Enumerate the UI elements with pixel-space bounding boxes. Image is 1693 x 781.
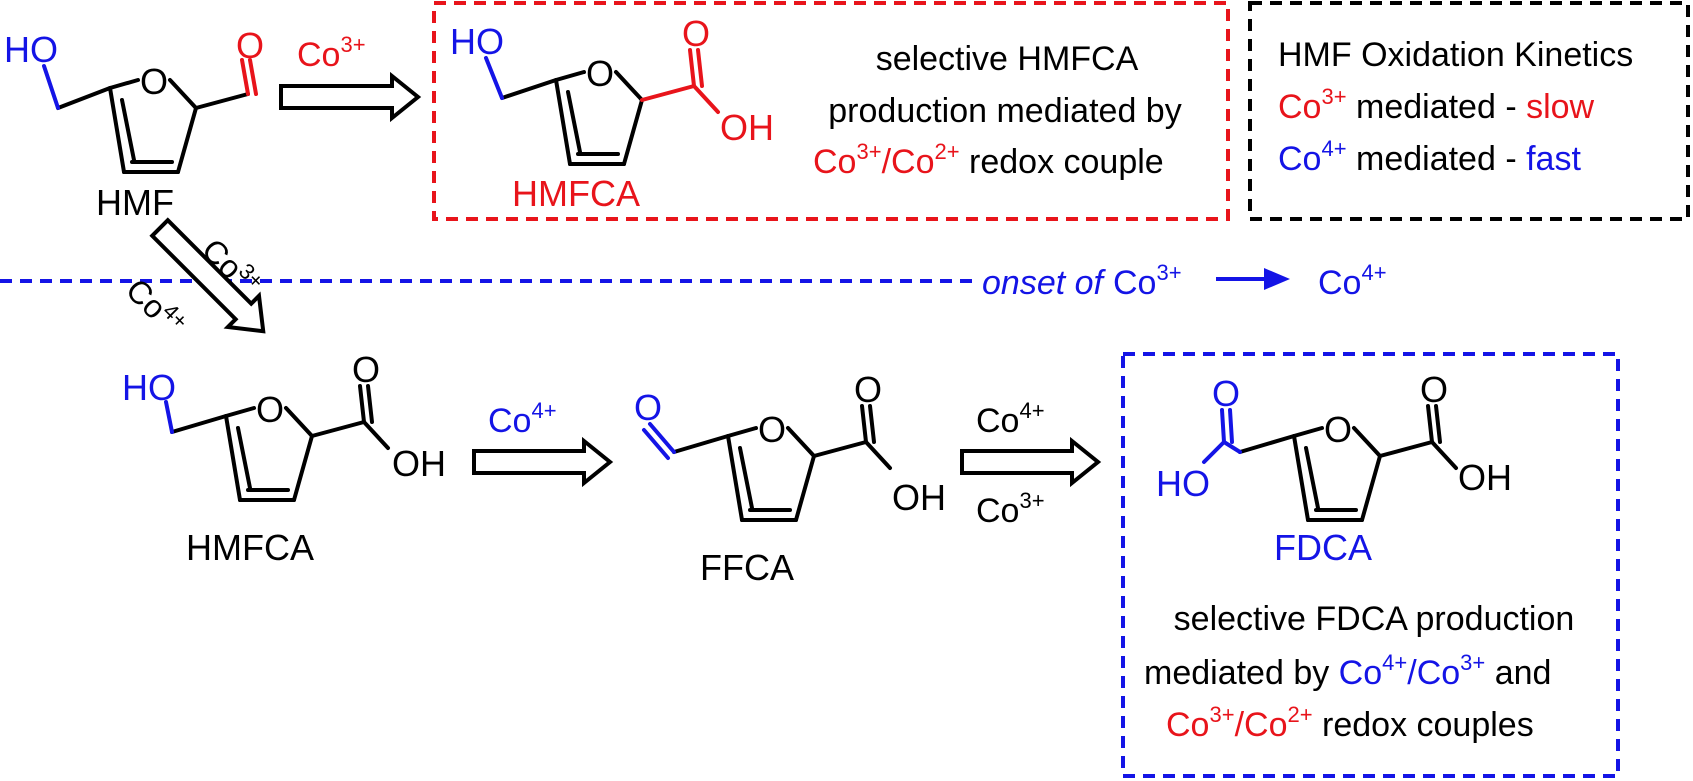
onset-target: Co4+ [1318,260,1387,302]
fdca-ring-o: O [1324,409,1352,450]
onset-arrow [1216,268,1290,290]
hmfca-bottom-oh-label: OH [392,443,446,484]
right-reaction-arrow [960,436,1102,488]
fdca-selectivity-box [1121,352,1620,778]
hmfca-bottom-ho-label: HO [122,367,176,408]
hmfca-top-carbonyl-o: O [682,13,710,54]
hmfca-top-label: HMFCA [512,173,640,214]
hmfca-top-oh-label: OH [720,107,774,148]
hmfca-bottom-carbonyl-o: O [352,349,380,390]
fdca-box-line3: Co3+/Co2+ redox couples [1166,702,1534,744]
kinetics-title: HMF Oxidation Kinetics [1278,36,1633,74]
ffca-label: FFCA [700,547,794,588]
fdca-right-oh-label: OH [1458,457,1512,498]
hmfca-box-line1: selective HMFCA [876,40,1139,78]
hmfca-box-line2: production mediated by [828,92,1181,130]
hmfca-bottom-structure: HO O O OH [122,349,446,502]
ffca-carbonyl-o: O [854,369,882,410]
fdca-right-carbonyl-o: O [1420,369,1448,410]
ffca-aldehyde-o: O [634,387,662,428]
hmf-ho-label: HO [4,29,58,70]
fdca-box-line1: selective FDCA production [1174,600,1575,638]
kinetics-row-co4: Co4+ mediated - fast [1278,136,1581,178]
hmfca-top-ring-o: O [586,53,614,94]
ffca-structure: O O O OH [634,369,946,522]
fdca-box-line2: mediated by Co4+/Co3+ and [1144,650,1551,692]
fdca-label: FDCA [1274,527,1372,568]
fdca-structure: O HO O O OH [1156,369,1512,522]
hmf-structure: HO O O [4,25,264,174]
ffca-ring-o: O [758,409,786,450]
middle-arrow-reagent: Co4+ [488,398,557,440]
diagonal-reaction-arrow [149,217,266,334]
kinetics-box [1248,1,1690,221]
hmf-label: HMF [96,182,174,223]
fdca-left-carbonyl-o: O [1212,373,1240,414]
hmfca-bottom-label: HMFCA [186,527,314,568]
right-arrow-reagent-top: Co4+ [976,398,1045,440]
right-arrow-reagent-bottom: Co3+ [976,488,1045,530]
hmfca-top-ho-label: HO [450,21,504,62]
hmfca-top-structure: HO O O OH [450,13,774,166]
hmf-ring-o: O [140,61,168,102]
top-arrow-reagent: Co3+ [297,32,366,74]
top-reaction-arrow [279,71,422,123]
ffca-oh-label: OH [892,477,946,518]
middle-reaction-arrow [472,436,614,488]
fdca-left-ho-label: HO [1156,463,1210,504]
hmfca-selectivity-box [432,1,1230,221]
kinetics-row-co3: Co3+ mediated - slow [1278,84,1595,126]
hmfca-box-line3: Co3+/Co2+ redox couple [813,139,1164,181]
hmfca-bottom-ring-o: O [256,389,284,430]
hmf-aldehyde-o: O [236,25,264,66]
